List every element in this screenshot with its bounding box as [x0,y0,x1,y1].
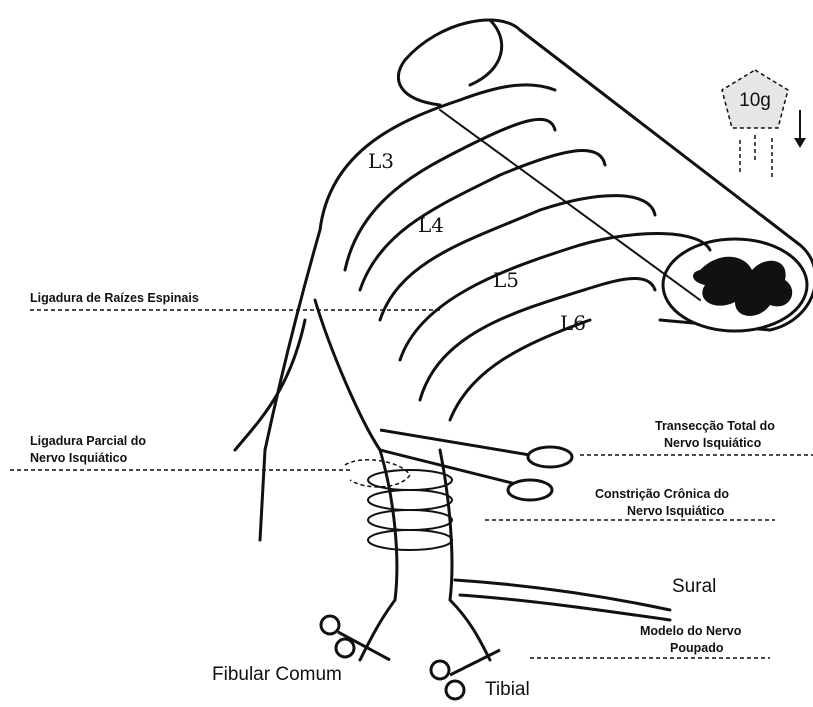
svg-text:Ligadura de Raízes Espinais: Ligadura de Raízes Espinais [30,291,199,305]
label-spared-nerve: Modelo do Nervo Poupado [530,624,770,658]
branch-label-common-fibular: Fibular Comum [212,664,342,685]
label-total-transection: Transecção Total do Nervo Isquiático [580,419,813,455]
svg-text:Poupado: Poupado [670,641,724,655]
label-partial-ligation: Ligadura Parcial do Nervo Isquiático [10,434,350,470]
svg-text:Nervo Isquiático: Nervo Isquiático [664,436,762,450]
constriction-loops [345,460,452,550]
root-label-l4: L4 [418,213,444,237]
svg-text:Nervo Isquiático: Nervo Isquiático [30,451,128,465]
branch-label-sural: Sural [672,576,716,597]
weight-10g: 10g [722,70,806,180]
svg-text:Nervo Isquiático: Nervo Isquiático [627,504,725,518]
nerve-roots [320,85,710,420]
root-label-l6: L6 [560,311,586,335]
svg-text:Constrição Crônica do: Constrição Crônica do [595,487,729,501]
weight-label: 10g [739,90,771,111]
root-label-l3: L3 [368,149,394,173]
svg-text:Ligadura Parcial do: Ligadura Parcial do [30,434,146,448]
sciatic-trunk [235,230,670,660]
label-spinal-root-ligation: Ligadura de Raízes Espinais [30,291,440,310]
svg-text:Modelo do Nervo: Modelo do Nervo [640,624,742,638]
branch-label-tibial: Tibial [485,679,530,700]
root-label-l5: L5 [493,268,519,292]
svg-text:Transecção Total do: Transecção Total do [655,419,775,433]
